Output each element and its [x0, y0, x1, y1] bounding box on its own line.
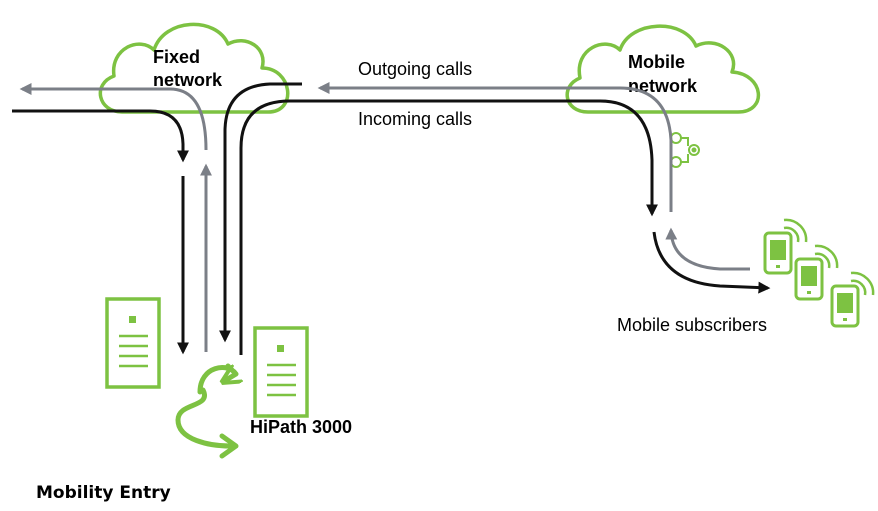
mobile-phone-icon — [830, 271, 875, 328]
mobility-loop-arrow-body — [175, 387, 233, 449]
fixed-network-line2: network — [153, 70, 223, 90]
outgoing-call-from-subscriber — [665, 227, 750, 271]
mobile-phone-icon — [763, 218, 808, 275]
diagram-caption: Mobility Entry — [36, 483, 171, 503]
pbx-name-label: HiPath 3000 — [250, 417, 352, 437]
mobile-network-cloud-icon — [565, 24, 761, 114]
network-node-icon — [670, 132, 700, 168]
mobile-network-label: Mobile network — [628, 52, 698, 96]
outgoing-calls-label: Outgoing calls — [358, 59, 472, 79]
hipath-server-icon — [253, 326, 309, 418]
fixed-network-line1: Fixed — [153, 47, 200, 67]
mobile-network-line2: network — [628, 76, 698, 96]
mobile-subscribers-label: Mobile subscribers — [617, 315, 767, 335]
incoming-call-entry-arrow — [12, 109, 189, 163]
incoming-call-to-subscriber-arrow — [652, 231, 771, 294]
server-icon — [105, 297, 161, 389]
mobile-phone-icon — [794, 244, 839, 301]
fixed-network-label: Fixed network — [153, 47, 223, 90]
incoming-call-into-pbx-arrow — [219, 82, 302, 343]
mobility-loop-arrow-icon — [197, 366, 236, 392]
outgoing-call-exit-arrow — [19, 83, 208, 151]
outgoing-call-route — [317, 82, 673, 212]
incoming-call-route — [239, 99, 658, 355]
incoming-calls-label: Incoming calls — [358, 109, 472, 129]
mobile-network-line1: Mobile — [628, 52, 685, 72]
mobility-loop-arrowhead — [219, 433, 239, 459]
